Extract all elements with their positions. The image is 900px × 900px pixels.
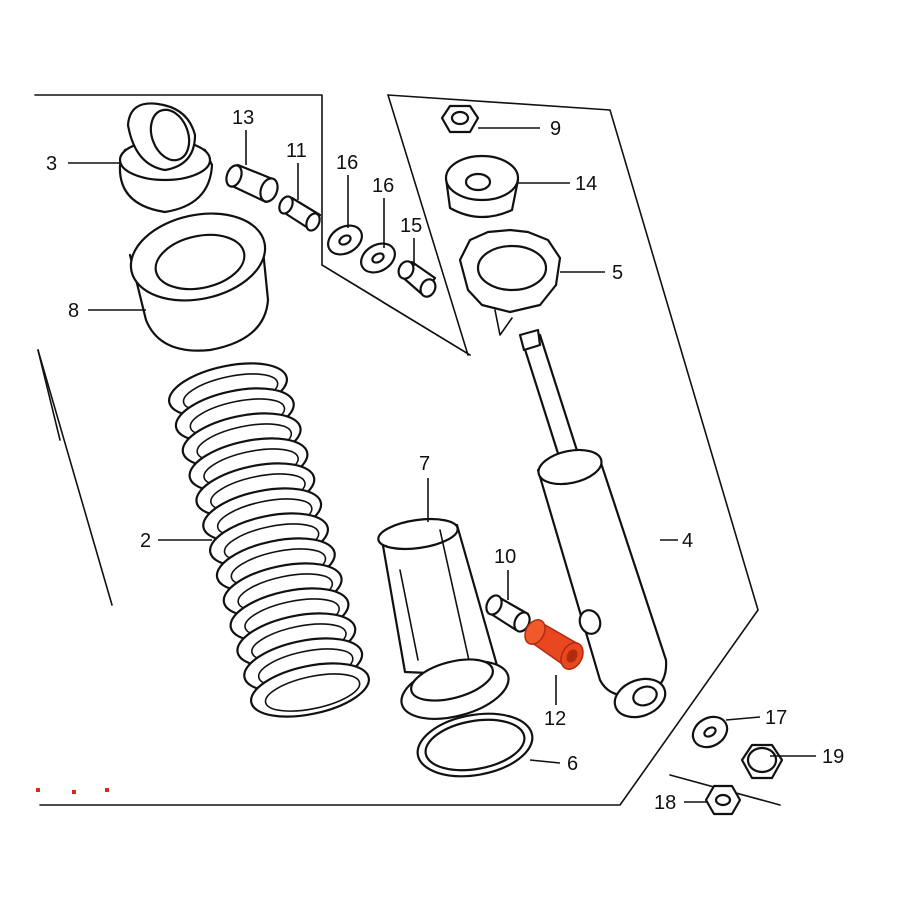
label-part-19: 19 [822, 746, 844, 768]
washer-17-part [691, 715, 729, 749]
frame-lines [34, 94, 781, 806]
label-part-8: 8 [68, 300, 79, 322]
nut-9-part [440, 104, 480, 134]
washer-16b-part [360, 242, 396, 274]
bushing-13-part [225, 163, 279, 204]
label-part-7: 7 [419, 453, 430, 475]
label-part-17: 17 [765, 707, 787, 729]
bushing-12-highlighted-part [524, 619, 584, 670]
label-part-12: 12 [544, 708, 566, 730]
spring-coil-inner [264, 673, 361, 712]
seat-6-part [416, 712, 534, 778]
washer-16a-part [327, 224, 363, 256]
label-part-16a: 16 [336, 152, 358, 174]
label-part-3: 3 [46, 153, 57, 175]
spring-guide-7-part [377, 517, 510, 720]
label-part-15: 15 [400, 215, 422, 237]
part-labels: 3 8 2 13 11 16 16 15 9 14 5 7 10 4 12 6 … [46, 107, 844, 814]
label-part-6: 6 [567, 753, 578, 775]
label-part-13: 13 [232, 107, 254, 129]
spring-coil-turn [249, 662, 371, 718]
damper-4-part [518, 328, 668, 719]
collar-15-part [397, 260, 437, 298]
label-part-9: 9 [550, 118, 561, 140]
label-part-5: 5 [612, 262, 623, 284]
collar-11-part [278, 195, 322, 232]
marker-dots [36, 788, 109, 794]
upper-mount-part [118, 102, 214, 214]
adjuster-5-part [458, 228, 562, 336]
cap-nut-19-part [740, 743, 784, 780]
label-part-14: 14 [575, 173, 597, 195]
label-part-4: 4 [682, 530, 693, 552]
label-part-18: 18 [654, 792, 676, 814]
label-part-11: 11 [286, 140, 307, 162]
leader-lines [68, 127, 816, 803]
label-part-16b: 16 [372, 175, 394, 197]
rubber-14-part [444, 154, 520, 219]
collar-10-part [485, 594, 531, 633]
nut-18-part [704, 784, 742, 816]
spring-cap-part [128, 212, 270, 352]
coil-spring-part [167, 362, 371, 718]
label-part-10: 10 [494, 546, 516, 568]
label-part-2: 2 [140, 530, 151, 552]
